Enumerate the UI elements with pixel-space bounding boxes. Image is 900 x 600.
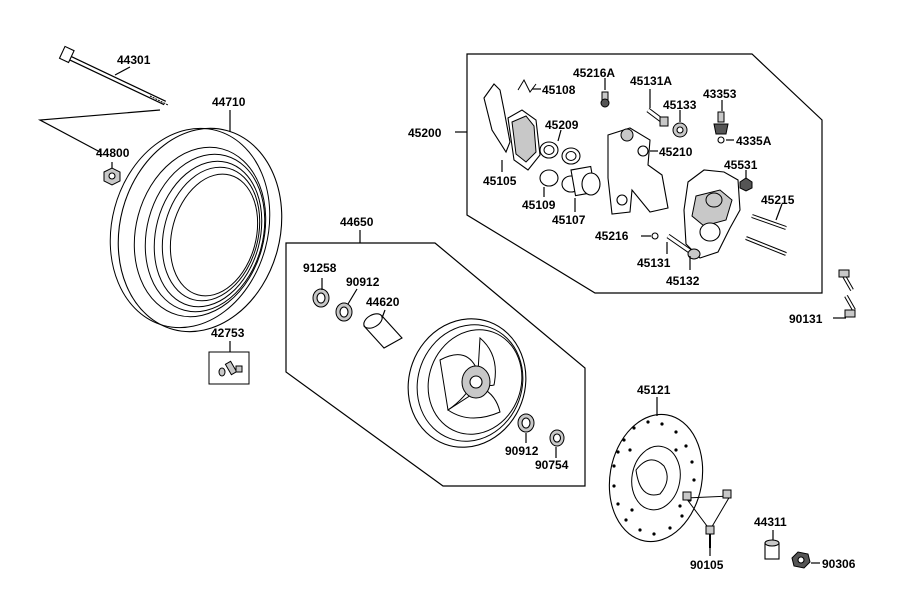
tire-valve-part <box>218 360 243 377</box>
bearing-90912-left-part <box>335 302 353 322</box>
seal-90754-part <box>549 429 565 447</box>
leader-90912-left <box>347 288 358 305</box>
label-44311: 44311 <box>754 515 787 529</box>
leader-45209 <box>557 129 562 142</box>
axle-nut-part <box>103 167 121 186</box>
caliper-group-box <box>466 53 823 294</box>
label-44620: 44620 <box>366 295 400 309</box>
label-45531: 45531 <box>724 158 758 172</box>
label-45121: 45121 <box>637 383 671 397</box>
label-90912-left: 90912 <box>346 275 380 289</box>
caliper-pins-part <box>745 214 787 256</box>
label-45132: 45132 <box>666 274 700 288</box>
label-44800: 44800 <box>96 146 130 160</box>
leader-45215 <box>775 203 783 221</box>
leader-44301 <box>114 66 131 76</box>
label-45131A: 45131A <box>630 74 672 88</box>
label-45210: 45210 <box>659 145 693 159</box>
label-90105: 90105 <box>690 558 724 572</box>
brake-pad-plate-part <box>483 83 541 171</box>
label-45215: 45215 <box>761 193 795 207</box>
guide-lines-44800 <box>37 109 161 153</box>
spacer-collar-part <box>363 313 403 349</box>
label-44650: 44650 <box>340 215 374 229</box>
pin-45131A-part <box>646 108 669 127</box>
wheel-group-box <box>285 242 586 487</box>
label-45216A: 45216A <box>573 66 615 80</box>
label-45209: 45209 <box>545 118 579 132</box>
nut-90306-part <box>791 551 811 569</box>
label-45133: 45133 <box>663 98 697 112</box>
washer-45531-part <box>739 177 753 192</box>
label-90754: 90754 <box>535 458 569 472</box>
label-45108: 45108 <box>542 83 576 97</box>
label-45107: 45107 <box>552 213 586 227</box>
caliper-body-part <box>683 169 741 259</box>
label-90131: 90131 <box>789 312 823 326</box>
pad-spring-part <box>517 78 537 93</box>
washer-45216-part <box>651 232 659 240</box>
tire-part <box>109 127 283 333</box>
label-91258: 91258 <box>303 261 337 275</box>
valve-box <box>208 351 250 385</box>
label-4335A: 4335A <box>736 134 772 148</box>
piston-seal-part <box>539 141 581 165</box>
leader-44620 <box>381 309 386 319</box>
axle-bolt-part <box>58 45 169 106</box>
collar-44311-part <box>764 539 780 560</box>
brake-disc-part <box>608 413 704 543</box>
label-90306: 90306 <box>822 557 856 571</box>
label-45216: 45216 <box>595 229 629 243</box>
bolt-90131-part <box>838 269 856 318</box>
boot-45133-part <box>672 122 688 138</box>
caliper-bracket-part <box>607 127 669 215</box>
label-44301: 44301 <box>117 53 151 67</box>
label-90912-right: 90912 <box>505 444 539 458</box>
label-45109: 45109 <box>522 198 556 212</box>
label-42753: 42753 <box>211 326 245 340</box>
label-45105: 45105 <box>483 174 517 188</box>
pin-45131-part <box>666 233 701 260</box>
bolt-45216A-part <box>600 91 610 108</box>
label-43353: 43353 <box>703 87 737 101</box>
piston-part <box>539 165 601 197</box>
bleeder-valve-part <box>713 111 729 144</box>
disc-bolts-part <box>682 489 732 548</box>
wheel-rim-part <box>407 318 527 448</box>
label-45131: 45131 <box>637 256 671 270</box>
label-45200: 45200 <box>408 126 442 140</box>
bearing-90912-right-part <box>517 413 535 433</box>
label-44710: 44710 <box>212 95 246 109</box>
seal-91258-part <box>312 288 330 308</box>
